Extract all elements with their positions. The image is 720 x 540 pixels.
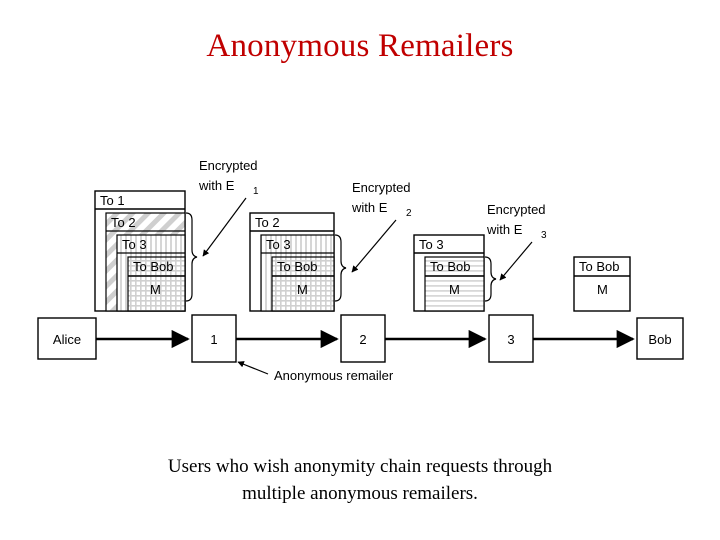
packet-2-annotation-line1: Encrypted bbox=[352, 180, 411, 195]
packet-1: To 1 To 2 To 3 To Bob M bbox=[94, 158, 259, 312]
caption-line-1: Users who wish anonymity chain requests … bbox=[167, 456, 553, 477]
packet-1-annotation-sub: 1 bbox=[253, 186, 259, 197]
packet-1-payload: M bbox=[150, 282, 161, 297]
packet-3-layer-label: To 3 bbox=[419, 237, 444, 252]
node-label: 3 bbox=[507, 332, 514, 347]
packet-1-layer-label: To 3 bbox=[122, 237, 147, 252]
node-label: Bob bbox=[648, 332, 671, 347]
packet-2-layer-label: To Bob bbox=[277, 259, 317, 274]
node-alice: Alice bbox=[37, 317, 97, 360]
packet-1-layer-label: To Bob bbox=[133, 259, 173, 274]
packet-2-layer-label: To 2 bbox=[255, 215, 280, 230]
packet-3-layer-label: To Bob bbox=[430, 259, 470, 274]
page-title: Anonymous Remailers bbox=[206, 28, 514, 64]
packet-4-payload: M bbox=[597, 282, 608, 297]
packet-1-layer-label: To 1 bbox=[100, 193, 125, 208]
packet-3-annotation-sub: 3 bbox=[541, 230, 547, 241]
packet-2-annotation-sub: 2 bbox=[406, 208, 412, 219]
callout-label: Anonymous remailer bbox=[274, 368, 394, 383]
node-label: 1 bbox=[210, 332, 217, 347]
node-remailer2: 2 bbox=[340, 314, 386, 363]
packet-2-payload: M bbox=[297, 282, 308, 297]
packet-3: To 3 To Bob M Encrypted with E 3 bbox=[413, 202, 547, 312]
packet-1-layer-label: To 2 bbox=[111, 215, 136, 230]
callout-leader-line bbox=[237, 361, 269, 375]
packet-2-layer-label: To 3 bbox=[266, 237, 291, 252]
chain-nodes: Alice 1 2 3 bbox=[37, 314, 684, 363]
packet-3-annotation-line2: with E bbox=[486, 222, 523, 237]
anonymous-remailer-callout: Anonymous remailer bbox=[237, 361, 394, 383]
node-bob: Bob bbox=[636, 317, 684, 360]
node-remailer1: 1 bbox=[191, 314, 237, 363]
packet-3-annotation-line1: Encrypted bbox=[487, 202, 546, 217]
packet-1-annotation-line2: with E bbox=[198, 178, 235, 193]
node-remailer3: 3 bbox=[488, 314, 534, 363]
caption-line-2: multiple anonymous remailers. bbox=[242, 483, 478, 504]
node-label: 2 bbox=[359, 332, 366, 347]
packet-2: To 2 To 3 To Bob M Encrypted with E 2 bbox=[249, 180, 412, 312]
slide-caption: Users who wish anonymity chain requests … bbox=[60, 453, 660, 507]
packet-2-annotation-line2: with E bbox=[351, 200, 388, 215]
packet-4-layer-label: To Bob bbox=[579, 259, 619, 274]
node-label: Alice bbox=[53, 332, 81, 347]
packet-3-payload: M bbox=[449, 282, 460, 297]
packet-4: To Bob M bbox=[573, 256, 631, 312]
packet-1-annotation-line1: Encrypted bbox=[199, 158, 258, 173]
